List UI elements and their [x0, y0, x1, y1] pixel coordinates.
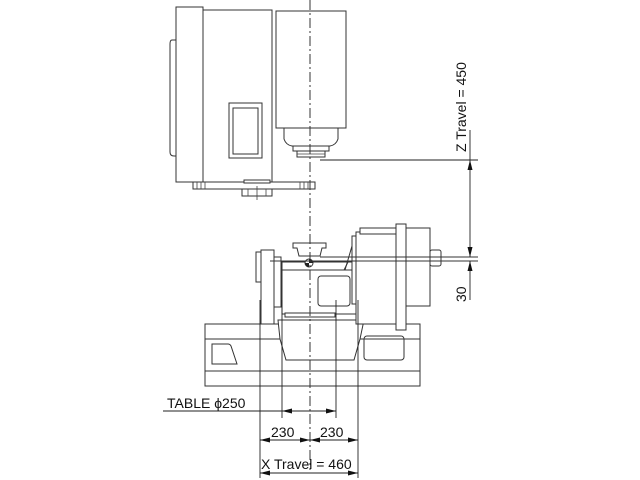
x-travel-dimension: TABLE ϕ250 230 230 X Travel = 460 [163, 300, 359, 478]
z-offset-label: 30 [453, 286, 469, 302]
table-chuck [292, 242, 327, 257]
head-window-frame [228, 102, 263, 159]
head-housing [202, 9, 273, 183]
saddle [277, 319, 365, 361]
spindle-nose [283, 127, 339, 147]
spindle-body [275, 10, 347, 129]
x-right-label: 230 [320, 424, 344, 440]
rotary-motor [405, 227, 431, 307]
rotary-end-cap [429, 249, 442, 267]
rotary-housing [355, 231, 403, 325]
x-left-label: 230 [271, 424, 295, 440]
base-slot-left [211, 343, 238, 365]
z-travel-dimension: Z Travel = 450 30 [320, 62, 478, 302]
table-diameter-label: TABLE ϕ250 [167, 395, 246, 411]
rotary-table-assembly [204, 223, 478, 387]
x-travel-label: X Travel = 460 [261, 456, 352, 472]
spindle-head-assembly [169, 6, 347, 200]
head-side-cover [169, 39, 176, 157]
spindle-collar [292, 145, 330, 152]
z-travel-label: Z Travel = 450 [453, 62, 469, 152]
rotary-flange [395, 223, 407, 331]
head-window-glass [232, 107, 259, 155]
head-column-outer [175, 6, 204, 183]
base-slot-right [363, 335, 405, 361]
